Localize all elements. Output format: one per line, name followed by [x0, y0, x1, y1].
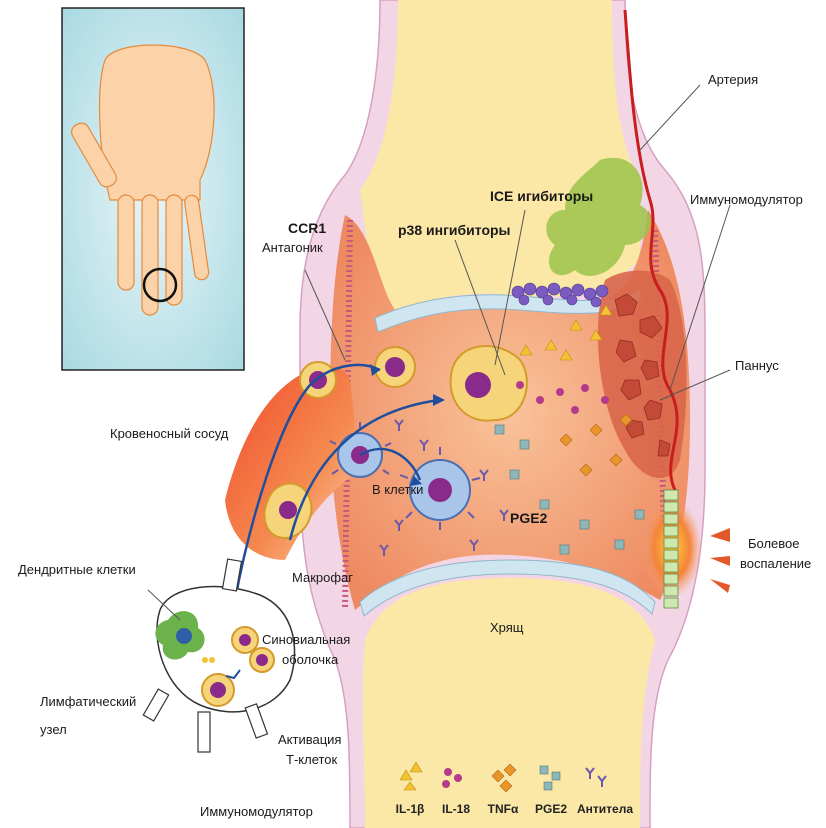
label-antagonist: Антагоник	[262, 240, 323, 256]
legend-item-il1b: IL-1β	[388, 774, 432, 824]
label-ice-inhibitors: ICE игибиторы	[490, 188, 593, 204]
legend-label: IL-1β	[388, 802, 432, 816]
label-lymph-2: узел	[40, 722, 67, 738]
legend-label: Антитела	[570, 802, 640, 816]
label-blood-vessel: Кровеносный сосуд	[110, 426, 228, 442]
label-pain-2: воспаление	[740, 556, 811, 572]
pain-arrows	[710, 528, 730, 593]
label-tcell-2: Т-клеток	[286, 752, 337, 768]
label-macrophage: Макрофаг	[292, 570, 353, 586]
label-synovial-2: оболочка	[282, 652, 338, 668]
legend-item-tnfa: TNFα	[480, 774, 526, 824]
lymph-node	[143, 559, 294, 752]
label-immunomodulator-right: Иммуномодулятор	[690, 192, 803, 208]
legend-label: TNFα	[480, 802, 526, 816]
label-b-cells: В клетки	[372, 482, 423, 498]
legend-label: PGE2	[528, 802, 574, 816]
label-pain-1: Болевое	[748, 536, 800, 552]
legend-item-antibodies: Антитела	[570, 774, 640, 824]
label-p38-inhibitors: p38 ингибиторы	[398, 222, 511, 238]
label-dendritic: Дендритные клетки	[18, 562, 136, 578]
label-tcell-1: Активация	[278, 732, 341, 748]
label-immunomodulator-bottom: Иммуномодулятор	[200, 804, 313, 820]
legend-item-il18: IL-18	[434, 774, 478, 824]
label-synovial-1: Синовиальная	[262, 632, 350, 648]
label-ccr1: CCR1	[288, 220, 326, 236]
label-lymph-1: Лимфатический	[40, 694, 136, 710]
label-pge2: PGE2	[510, 510, 547, 526]
hand-inset	[62, 8, 244, 370]
legend-item-pge2: PGE2	[528, 774, 574, 824]
legend-label: IL-18	[434, 802, 478, 816]
label-pannus: Паннус	[735, 358, 779, 374]
label-cartilage: Хрящ	[490, 620, 524, 636]
label-artery: Артерия	[708, 72, 758, 88]
